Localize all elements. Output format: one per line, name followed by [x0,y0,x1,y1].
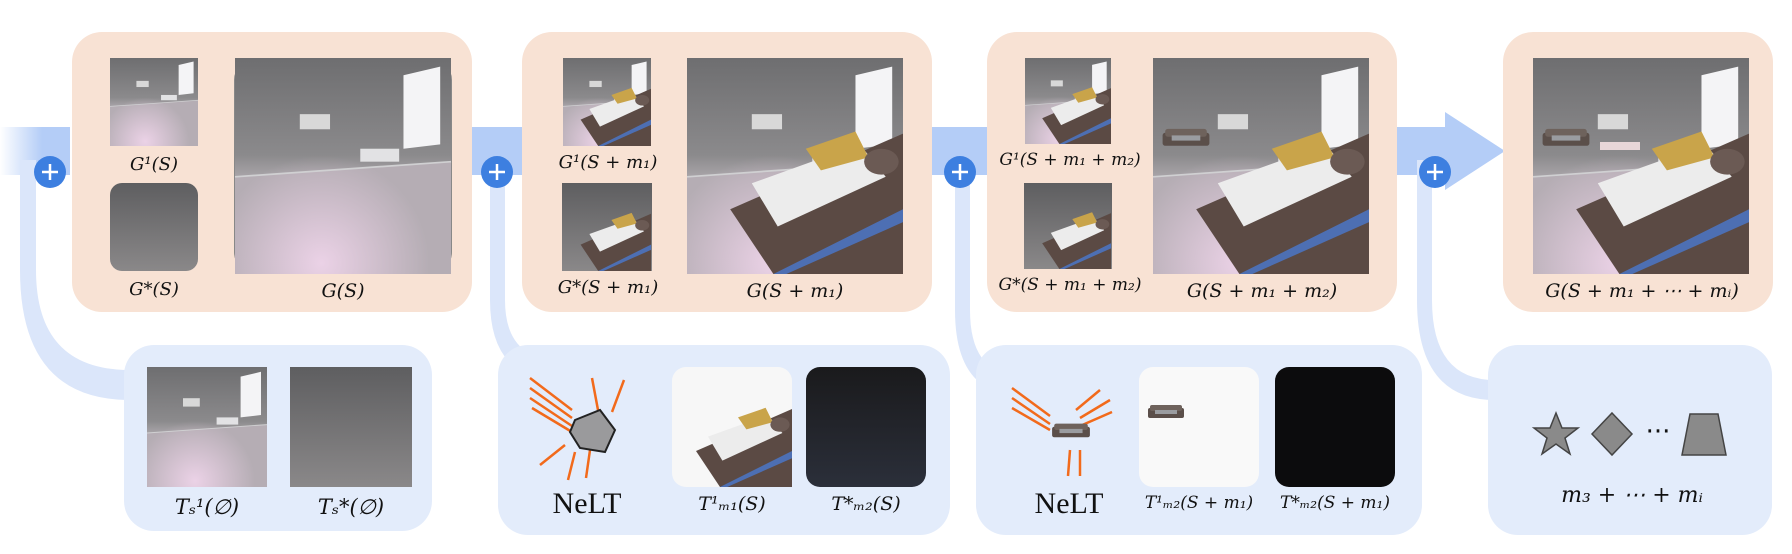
transfer-2-image-2 [806,367,926,487]
transfer-2-label-2: T*ₘ₂(S) [831,493,900,515]
transfer-1-label-1: Tₛ¹(∅) [175,495,239,519]
ellipsis: ··· [1646,417,1671,447]
stage-2-small-top-label: G¹(S + m₁) [559,152,658,173]
stage-2-images [562,58,904,274]
diamond-icon [1590,411,1634,457]
light-ray-icon [529,377,626,481]
transfer-1-image-2 [290,367,412,487]
object-icon [568,408,617,454]
transfer-3-label-1: T¹ₘ₂(S + m₁) [1145,493,1253,513]
branch-1 [20,160,130,400]
branch-2 [490,160,560,380]
transfer-3-nelt-label: NeLT [1035,487,1104,520]
plus-icon [944,156,976,188]
flow-arrow-head [1396,112,1505,190]
star-icon [1531,410,1581,456]
stage-3-large-label: G(S + m₁ + m₂) [1187,280,1337,302]
transfer-3-label-2: T*ₘ₂(S + m₁) [1280,493,1390,513]
stage-1-small-bottom-label: G*(S) [129,279,179,300]
stage-1-small-top-label: G¹(S) [130,154,178,175]
plus-icon [34,156,66,188]
stage-4-images [1532,58,1750,274]
branch-4 [1417,160,1495,400]
transfer-2-nelt-label: NeLT [553,487,622,520]
stage-3-small-top-label: G¹(S + m₁ + m₂) [999,150,1140,170]
stage-3-small-bottom-label: G*(S + m₁ + m₂) [999,275,1142,295]
object-icon [1052,423,1090,438]
transfer-2-label-1: T¹ₘ₁(S) [698,493,765,515]
transfer-1-image-1 [146,367,268,487]
remaining-objects-label: m₃ + ⋯ + mᵢ [1561,483,1703,508]
stage-3-images [1024,58,1370,274]
stage-1-images [110,58,452,274]
transfer-3-image-2 [1275,367,1395,487]
transfer-1-label-2: Tₛ*(∅) [318,495,384,519]
stage-1-large-label: G(S) [321,280,364,302]
branch-3 [955,160,1020,395]
stage-2-large-label: G(S + m₁) [747,280,844,302]
stage-2-small-bottom-label: G*(S + m₁) [558,277,659,298]
transfer-3-image-1 [1139,367,1259,487]
trapezoid-icon [1681,413,1727,456]
remaining-objects-panel [1488,345,1772,535]
stage-4-large-label: G(S + m₁ + ⋯ + mᵢ) [1545,280,1739,302]
plus-icon [481,156,513,188]
plus-icon [1419,156,1451,188]
